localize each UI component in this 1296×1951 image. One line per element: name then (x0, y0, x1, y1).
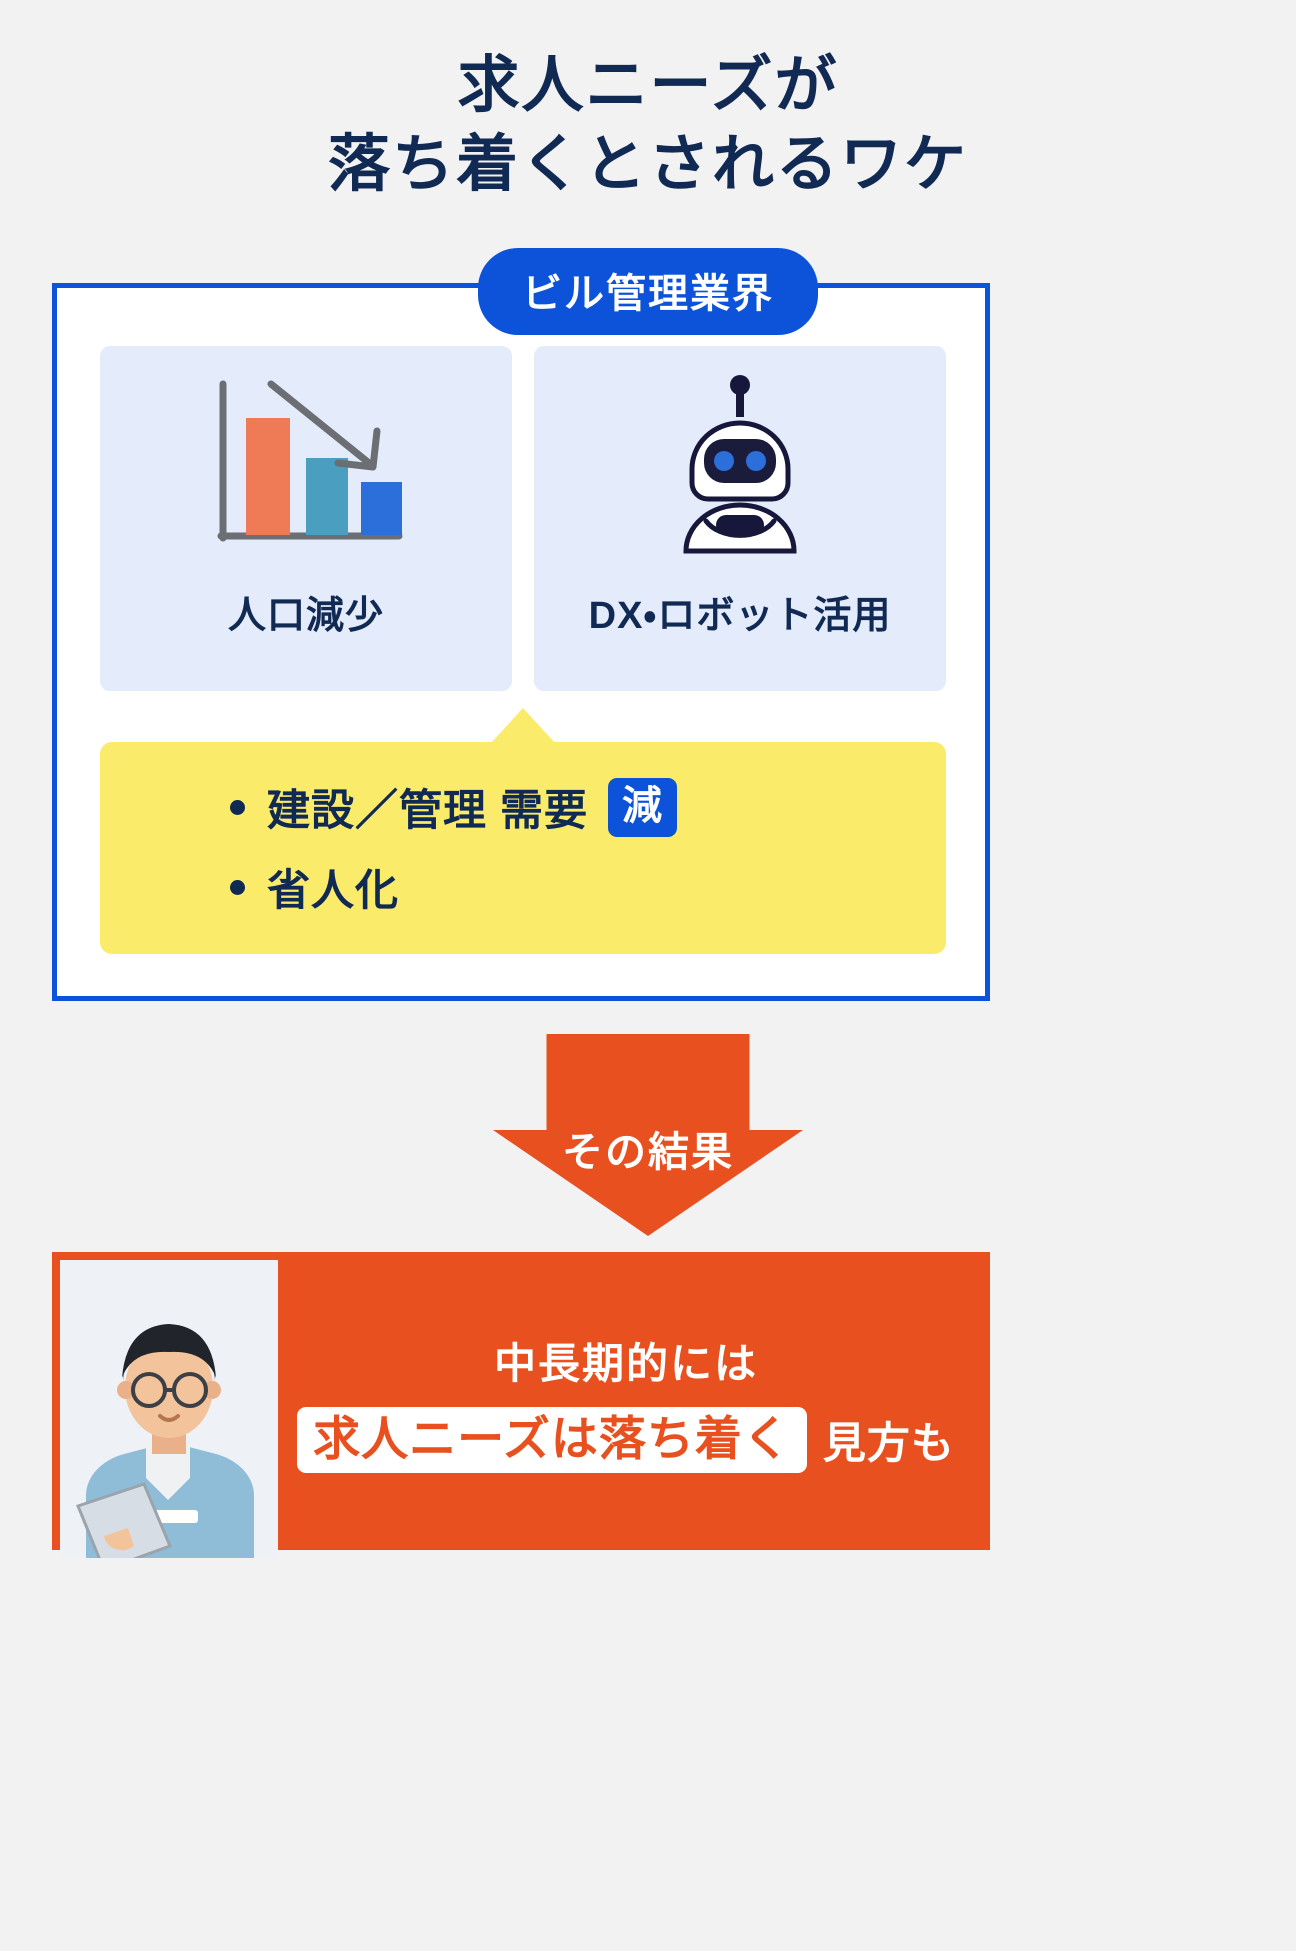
industry-badge: ビル管理業界 (478, 248, 818, 335)
bullet-dot-icon (230, 799, 245, 815)
conclusion-banner: 中長期的には 求人ニーズは落ち着く 見方も (52, 1252, 990, 1558)
decrease-badge: 減 (607, 777, 677, 837)
result-arrow-wrap: その結果 (0, 1034, 1296, 1236)
arrow-head (493, 1130, 803, 1236)
summary-bullet-1: 建設／管理 需要 減 (230, 776, 946, 838)
page-title-line-1: 求人ニーズが (457, 51, 839, 120)
down-arrow-icon: その結果 (493, 1034, 803, 1236)
bullet-dot-icon (230, 879, 245, 895)
page-title: 求人ニーズが 落ち着くとされるワケ (0, 46, 1296, 205)
cause-cards: 人口減少 (100, 346, 946, 691)
cause-card-label: DX・ロボット活用 (588, 595, 892, 637)
arrow-stem (546, 1034, 750, 1134)
worker-photo (60, 1260, 278, 1558)
conclusion-line-2: 求人ニーズは落ち着く 見方も (297, 1406, 955, 1473)
conclusion-tail: 見方も (822, 1419, 955, 1468)
yellow-summary-box: 建設／管理 需要 減 省人化 (100, 742, 946, 954)
summary-bullet-2-text: 省人化 (267, 867, 399, 915)
conclusion-text: 中長期的には 求人ニーズは落ち着く 見方も (278, 1252, 990, 1550)
cause-card-label: 人口減少 (227, 595, 384, 637)
conclusion-line-1: 中長期的には (493, 1339, 758, 1387)
arrow-label: その結果 (562, 1129, 734, 1175)
page-title-line-2: 落ち着くとされるワケ (327, 130, 968, 200)
robot-icon (534, 346, 946, 584)
conclusion-highlight: 求人ニーズは落ち着く (297, 1406, 807, 1473)
cause-card-dx-robot: DX・ロボット活用 (534, 346, 946, 691)
summary-bullet-1-text: 建設／管理 需要 (267, 787, 588, 835)
cause-card-population: 人口減少 (100, 346, 512, 691)
summary-bullet-2: 省人化 (230, 856, 946, 918)
declining-bar-chart-icon (100, 346, 512, 584)
